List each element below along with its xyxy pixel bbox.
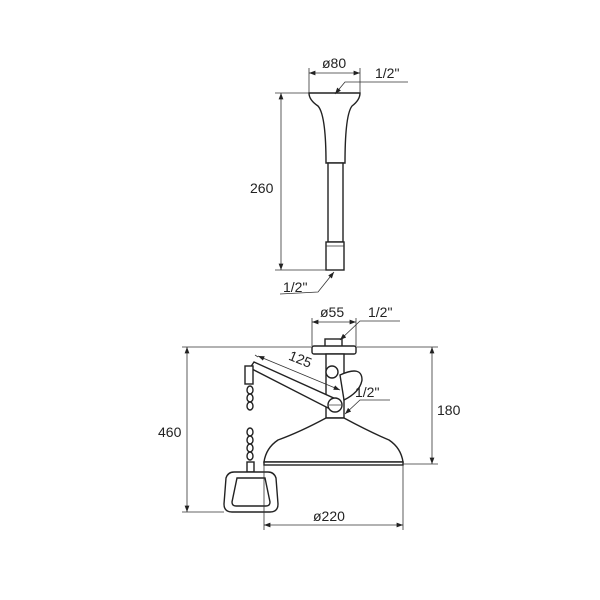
arm-dimensions [275,68,408,295]
pull-chain [246,385,255,473]
arm-thread-top-label: 1/2" [375,65,399,81]
shower-arm [308,92,361,271]
head-height-label: 180 [437,402,461,418]
lever-length-label: 125 [287,347,315,371]
head-dimensions [182,318,438,530]
pull-handle [223,471,279,513]
arm-length-label: 260 [250,180,274,196]
plate-thread-label: 1/2" [368,304,392,320]
shower-head-assembly [244,338,404,466]
shower-thread-label: 1/2" [355,384,379,400]
total-height-label: 460 [158,424,182,440]
arm-thread-bottom-label: 1/2" [283,279,307,295]
plate-diameter-label: ø55 [320,304,344,320]
head-diameter-label: ø220 [313,508,345,524]
arm-diameter-label: ø80 [322,55,346,71]
